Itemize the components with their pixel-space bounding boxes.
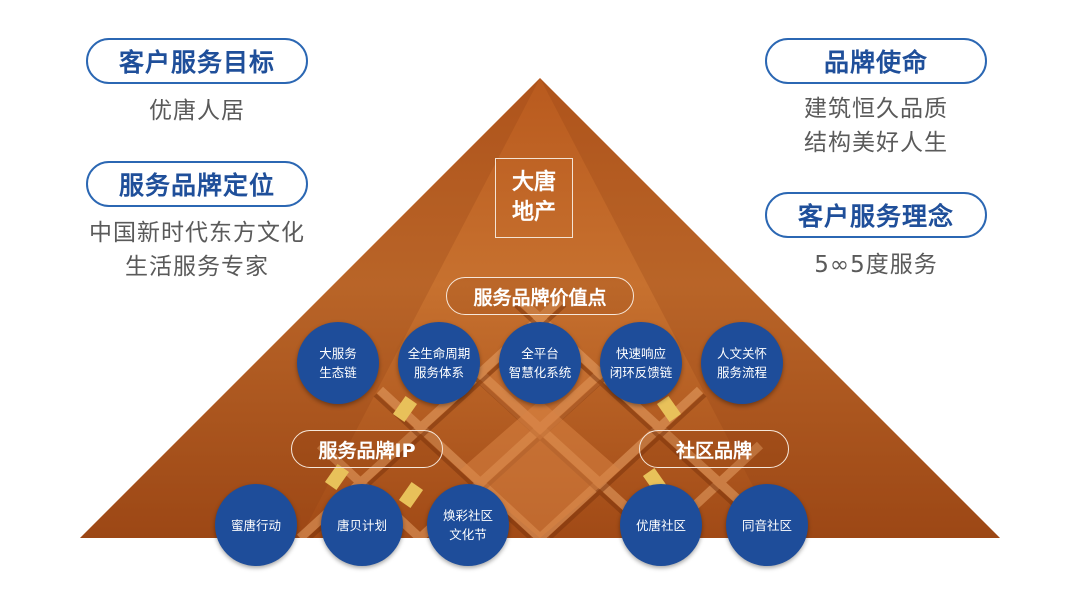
brand-positioning-pill: 服务品牌定位 — [86, 161, 308, 207]
mission-line-2: 结构美好人生 — [804, 130, 948, 156]
brand-mission-pill: 品牌使命 — [765, 38, 987, 84]
positioning-line-2: 生活服务专家 — [125, 254, 269, 280]
circle-line: 文化节 — [449, 527, 487, 542]
circle-line: 优唐社区 — [635, 517, 686, 533]
core-company-box: 大唐 地产 — [495, 158, 573, 238]
ip-item-circle: 焕彩社区 文化节 — [427, 484, 509, 566]
brand-ip-label: 服务品牌IP — [291, 430, 443, 468]
core-line-2: 地产 — [511, 200, 556, 225]
community-item-circle: 优唐社区 — [620, 484, 702, 566]
circle-line: 服务体系 — [413, 365, 464, 380]
value-point-circle: 快速响应 闭环反馈链 — [600, 322, 682, 404]
customer-service-goal-text: 优唐人居 — [149, 98, 245, 124]
circle-line: 蜜唐行动 — [230, 517, 281, 533]
positioning-line-1: 中国新时代东方文化 — [89, 220, 305, 246]
circle-line: 快速响应 — [615, 346, 666, 361]
pyramid-shape — [80, 78, 1000, 538]
brand-value-label: 服务品牌价值点 — [446, 277, 634, 315]
ip-item-circle: 唐贝计划 — [321, 484, 403, 566]
customer-service-goal-pill: 客户服务目标 — [86, 38, 308, 84]
value-point-circle: 人文关怀 服务流程 — [701, 322, 783, 404]
circle-line: 闭环反馈链 — [609, 365, 673, 380]
circle-line: 人文关怀 — [716, 346, 767, 361]
circle-line: 服务流程 — [716, 365, 767, 380]
core-line-1: 大唐 — [511, 170, 556, 195]
value-point-circle: 全生命周期 服务体系 — [398, 322, 480, 404]
community-item-circle: 同音社区 — [726, 484, 808, 566]
circle-line: 全生命周期 — [407, 346, 471, 361]
brand-positioning-text: 中国新时代东方文化 生活服务专家 — [40, 216, 354, 284]
circle-line: 唐贝计划 — [336, 517, 387, 533]
circle-line: 大服务 — [319, 346, 357, 361]
value-point-circle: 大服务 生态链 — [297, 322, 379, 404]
brand-mission-text: 建筑恒久品质 结构美好人生 — [765, 92, 987, 160]
community-brand-label: 社区品牌 — [639, 430, 789, 468]
value-point-circle: 全平台 智慧化系统 — [499, 322, 581, 404]
service-philosophy-pill: 客户服务理念 — [765, 192, 987, 238]
ip-item-circle: 蜜唐行动 — [215, 484, 297, 566]
circle-line: 全平台 — [521, 346, 559, 361]
circle-line: 智慧化系统 — [508, 365, 572, 380]
service-philosophy-text: 5∞5度服务 — [814, 252, 938, 278]
circle-line: 同音社区 — [741, 517, 792, 533]
mission-line-1: 建筑恒久品质 — [804, 96, 948, 122]
circle-line: 焕彩社区 — [442, 508, 493, 523]
circle-line: 生态链 — [319, 365, 357, 380]
